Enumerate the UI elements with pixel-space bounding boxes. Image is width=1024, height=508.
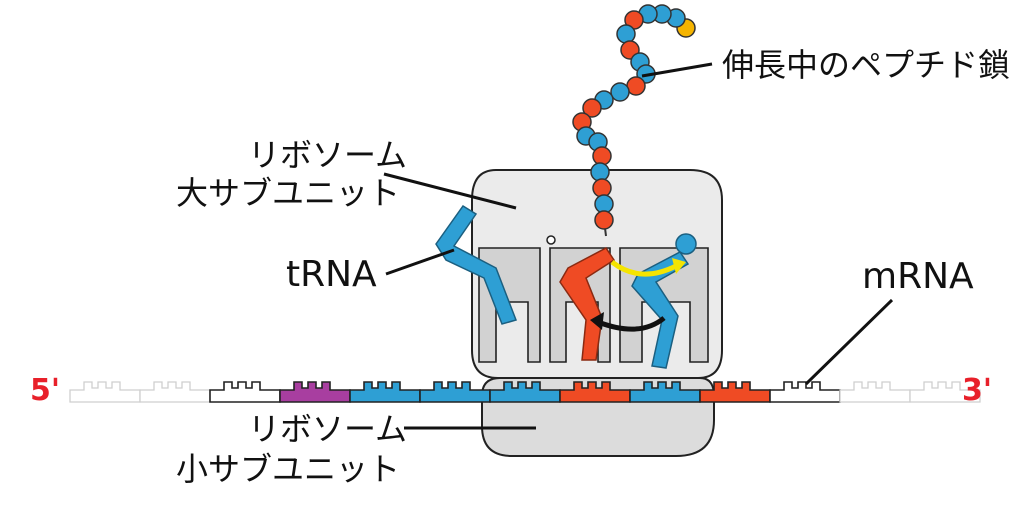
peptide-transfer-arrow [610,259,678,277]
mrna-codon [139,381,211,403]
leader-trna [385,248,455,276]
amino-acid-bead [594,210,614,230]
peptide-chain [572,4,696,237]
mrna-codon [279,381,351,403]
mrna-codon [209,381,281,403]
label-large-subunit-line1: リボソーム [248,136,408,174]
translocation-arrow [597,316,666,332]
mrna-codon [559,381,631,403]
label-mrna: mRNA [862,256,974,297]
mrna-codon [419,381,491,403]
leader-large-subunit [383,172,517,210]
mrna-codon [839,381,911,403]
amino-acid-bead [590,162,610,182]
trna-a-site [631,251,690,369]
mrna-codon [629,381,701,403]
leader-mrna [804,298,894,386]
label-large-subunit-line2: 大サブユニット [176,174,401,212]
amino-acid-bead [582,98,602,118]
trna-p-site [559,247,616,361]
a-site-amino-acid [675,233,697,255]
mrna-codon [699,381,771,403]
label-growing-peptide: 伸長中のペプチド鎖 [722,46,1011,84]
amino-acid-bead [610,82,630,102]
label-three-prime: 3' [962,373,993,408]
label-five-prime: 5' [30,373,61,408]
mrna-codon [769,381,841,403]
label-trna: tRNA [286,254,377,295]
mrna-codon [349,381,421,403]
label-small-subunit-line2: 小サブユニット [176,450,401,488]
amino-acid-bead [616,24,636,44]
mrna-codon [909,381,981,403]
exit-tunnel-dot [546,235,556,245]
mrna-codon [69,381,141,403]
label-small-subunit-line1: リボソーム [248,410,408,448]
translocation-arrowhead [590,312,604,330]
amino-acid-bead [592,178,612,198]
amino-acid-bead [592,146,612,166]
peptide-transfer-arrowhead [672,258,686,274]
trna-exiting [435,204,517,325]
mrna-codon [489,381,561,403]
mrna-strand [69,381,981,403]
leader-peptide [641,62,713,78]
